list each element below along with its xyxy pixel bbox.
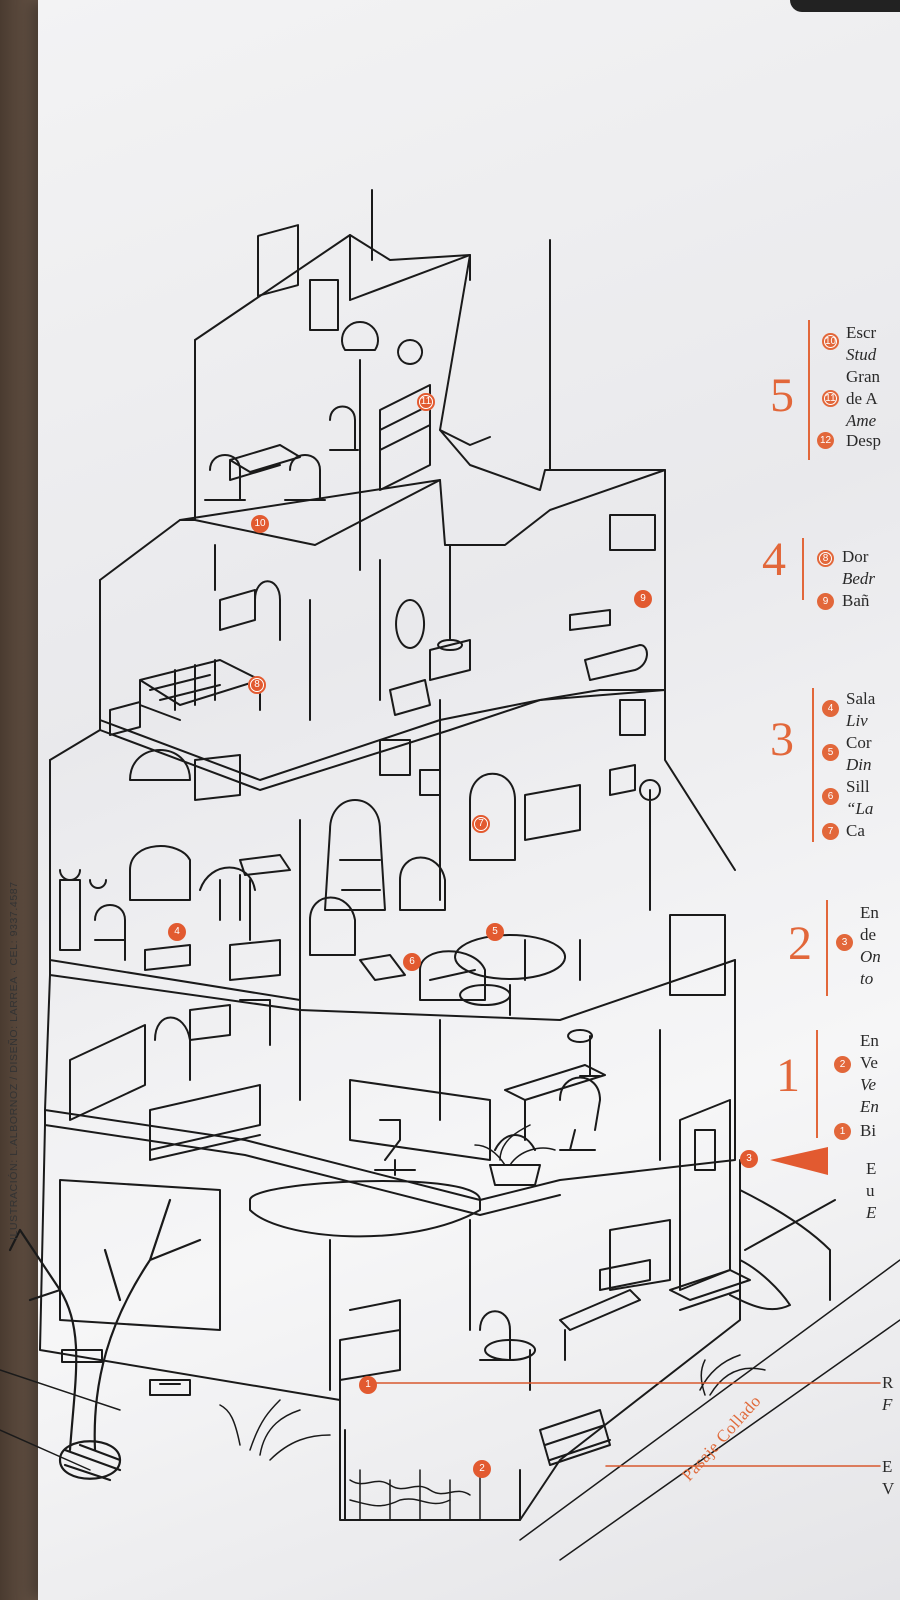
marker-1: 1 [359, 1376, 377, 1394]
marker-3: 3 [740, 1150, 758, 1168]
dark-object-corner [790, 0, 900, 12]
legend-12-text: Desp [846, 431, 881, 450]
badge-7: 7 [822, 823, 839, 840]
leader-lines [367, 1382, 881, 1467]
badge-10: 10 [822, 333, 839, 350]
marker-9: 9 [634, 590, 652, 608]
floor-3-room [49, 689, 736, 1021]
floor-4-number: 4 [762, 533, 786, 586]
badge-3: 3 [836, 934, 853, 951]
floor-4-room [99, 469, 666, 791]
plants [219, 1124, 766, 1461]
floor-1-number: 1 [776, 1049, 800, 1102]
top-tower [349, 234, 471, 301]
legend-7-text: Ca [846, 821, 865, 840]
ground-line [0, 1369, 121, 1471]
badge-4: 4 [822, 700, 839, 717]
floor-4-divider [802, 538, 804, 600]
badge-6: 6 [822, 788, 839, 805]
badge-1: 1 [834, 1123, 851, 1140]
badge-5: 5 [822, 744, 839, 761]
tree [8, 1198, 202, 1482]
floor-5-number: 5 [770, 369, 794, 422]
badge-9: 9 [817, 593, 834, 610]
marker-11: 11 [417, 393, 435, 411]
floor-3-divider [812, 688, 814, 842]
entrance-arrow [770, 1147, 828, 1175]
ground-floor-room [39, 1099, 836, 1521]
floor-2-divider [826, 900, 828, 996]
street-edge [519, 1259, 900, 1561]
badge-2: 2 [834, 1056, 851, 1073]
marker-4: 4 [168, 923, 186, 941]
badge-11: 11 [822, 390, 839, 407]
legend-9-text: Bañ [842, 591, 870, 610]
floor-5-divider [808, 320, 810, 460]
stone-base [349, 1469, 481, 1521]
marker-8: 8 [248, 676, 266, 694]
legend-1-text: Bi [860, 1121, 877, 1140]
badge-8: 8 [817, 550, 834, 567]
marker-10: 10 [251, 515, 269, 533]
marker-6: 6 [403, 953, 421, 971]
marker-5: 5 [486, 923, 504, 941]
marker-2: 2 [473, 1460, 491, 1478]
legend-6-text: Sill“La [846, 777, 874, 818]
illustration-credit: ILUSTRACIÓN: L.ALBORNOZ / DISEÑO: LARREA… [8, 881, 20, 1240]
floor-2-number: 2 [788, 917, 812, 970]
marker-7: 7 [472, 815, 490, 833]
floor-1-divider [816, 1030, 818, 1138]
badge-12: 12 [817, 432, 834, 449]
floor-3-number: 3 [770, 713, 794, 766]
floor-2-room [44, 914, 736, 1216]
